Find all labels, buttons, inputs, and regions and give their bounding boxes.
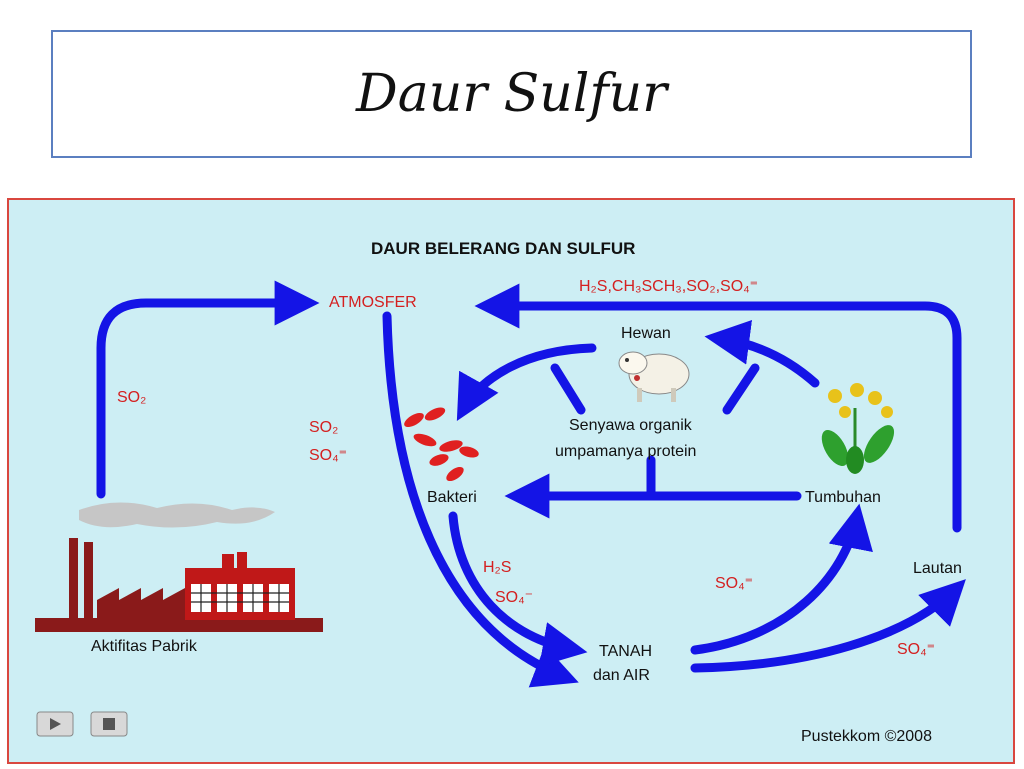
factory-icon [35, 502, 323, 632]
credit-label: Pustekkom ©2008 [801, 728, 932, 745]
arrow-factory-to-atmosfer [96, 280, 320, 499]
slide-title: Daur Sulfur [356, 64, 667, 124]
diagram-canvas: DAUR BELERANG DAN SULFUR [7, 198, 1015, 764]
title-box: Daur Sulfur [51, 30, 972, 158]
arrow-tanah-to-tumbuhan [690, 503, 873, 655]
hewan-label: Hewan [621, 325, 671, 342]
so2-factory-label: SO₂ [117, 389, 146, 406]
senyawa-label-line2: umpamanya protein [555, 443, 696, 460]
h2s-bakteri-label: H₂S [483, 559, 511, 576]
diagram-background [7, 198, 1015, 764]
so4-tanah-tumbuhan-label: SO₄⁼ [715, 575, 753, 592]
sulfur-cycle-diagram: DAUR BELERANG DAN SULFUR [7, 198, 1015, 764]
sheep-icon [618, 351, 690, 402]
so2-mid-label: SO₂ [309, 419, 338, 436]
so4-tanah-lautan-label: SO₄⁼ [897, 641, 935, 658]
play-button[interactable] [36, 711, 74, 737]
arrow-tumbuhan-to-hewan [704, 319, 820, 388]
so4-mid-label: SO₄⁼ [309, 447, 347, 464]
play-icon [50, 718, 61, 730]
pabrik-label: Aktifitas Pabrik [91, 638, 198, 655]
tanah-label-line1: TANAH [599, 643, 652, 660]
arrow-hewan-to-bakteri [456, 343, 597, 421]
so4-bakteri-label: SO₄⁻ [495, 589, 533, 606]
bakteri-label: Bakteri [427, 489, 477, 506]
senyawa-label-line1: Senyawa organik [569, 417, 693, 434]
bacteria-icon [404, 407, 479, 482]
stop-button[interactable] [90, 711, 128, 737]
tumbuhan-label: Tumbuhan [805, 489, 881, 506]
hewan-to-senyawa-link [550, 363, 586, 415]
arrow-tanah-to-lautan [690, 579, 966, 673]
diagram-heading: DAUR BELERANG DAN SULFUR [371, 239, 635, 258]
top-compounds-label: H₂S,CH₃SCH₃,SO₂,SO₄⁼ [579, 278, 758, 295]
tanah-label-line2: dan AIR [593, 667, 650, 684]
stop-icon [103, 718, 115, 730]
plant-icon [821, 383, 895, 474]
tumbuhan-to-senyawa-link [722, 363, 760, 415]
atmosfer-label: ATMOSFER [329, 294, 417, 311]
arrow-lautan-to-atmosfer [474, 283, 962, 533]
arrow-bakteri-to-tanah [448, 511, 588, 667]
arrow-atmosfer-to-tanah [382, 311, 579, 688]
lautan-label: Lautan [913, 560, 962, 577]
